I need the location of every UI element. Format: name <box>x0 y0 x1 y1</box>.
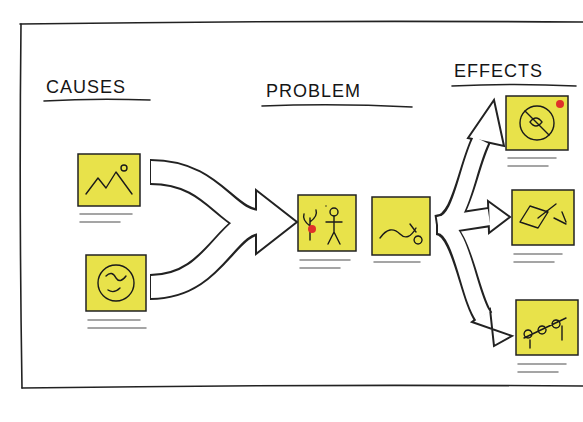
red-dot <box>556 100 564 108</box>
merge-arrow <box>150 172 297 287</box>
column-heading: CAUSES <box>46 78 126 98</box>
heading-underline <box>44 99 150 101</box>
frame-line <box>20 21 583 24</box>
frame-line <box>22 385 583 388</box>
column-heading: PROBLEM <box>266 82 361 102</box>
split-arrow <box>436 100 512 346</box>
heading-underline <box>452 85 576 87</box>
heading-underline <box>262 105 412 107</box>
icon-sketches <box>86 106 566 348</box>
icon-tiles <box>78 96 578 355</box>
column-heading: EFFECTS <box>454 62 543 82</box>
frame-line <box>20 24 22 388</box>
scribble-lines <box>80 158 566 372</box>
red-dot <box>308 225 316 233</box>
